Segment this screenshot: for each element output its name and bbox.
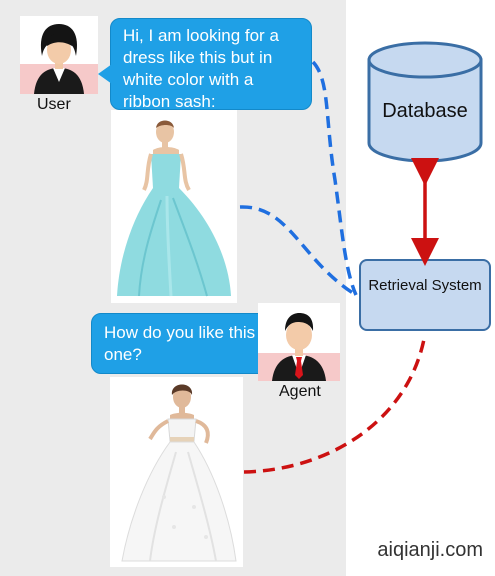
white-dress-photo	[110, 377, 243, 567]
user-message-link	[311, 60, 358, 296]
blue-dress-link	[239, 205, 357, 297]
retrieval-system-label: Retrieval System	[368, 277, 482, 294]
database-cylinder-icon	[367, 41, 483, 163]
user-avatar-icon	[20, 16, 98, 94]
agent-message-bubble: How do you like this one?	[91, 313, 274, 374]
blue-dress-photo	[111, 110, 237, 303]
database-label: Database	[382, 100, 468, 122]
watermark: aiqianji.com	[377, 539, 483, 561]
agent-avatar-icon	[258, 303, 340, 381]
retrieval-system-box	[359, 259, 491, 331]
user-caption: User	[37, 96, 71, 113]
user-bubble-tail	[98, 64, 112, 84]
agent-caption: Agent	[279, 383, 321, 400]
user-message-bubble: Hi, I am looking for a dress like this b…	[110, 18, 312, 111]
white-dress-link	[243, 333, 427, 474]
